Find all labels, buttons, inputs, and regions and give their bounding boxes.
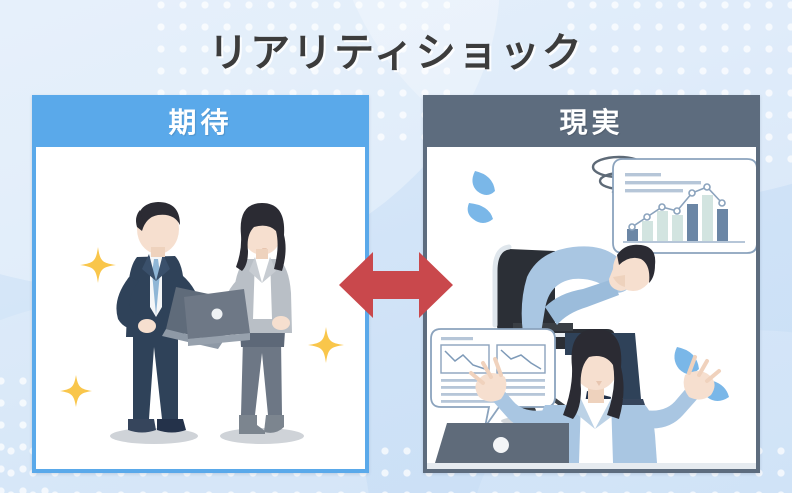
expectation-panel-body: [36, 147, 365, 469]
laptop-front: [435, 423, 569, 463]
sparkle-top-left: [80, 247, 116, 283]
reality-panel-body: [427, 147, 756, 469]
double-headed-arrow: [339, 252, 453, 318]
expectation-panel: 期待: [32, 95, 369, 473]
reality-panel: 現実: [423, 95, 760, 473]
reality-illustration: [427, 155, 756, 469]
reality-panel-heading: 現実: [559, 107, 624, 138]
expectation-illustration: [60, 202, 344, 444]
bar-chart-speech-bubble: [612, 158, 756, 274]
desk-surface: [427, 463, 756, 469]
expectation-panel-heading: 期待: [168, 107, 233, 138]
laptop-woman: [184, 289, 250, 346]
page-title: リアリティショック: [208, 31, 584, 75]
sparkle-bottom-left: [60, 375, 92, 407]
sparkle-bottom-right: [308, 327, 344, 363]
sweat-drops-upper-left: [467, 171, 495, 223]
